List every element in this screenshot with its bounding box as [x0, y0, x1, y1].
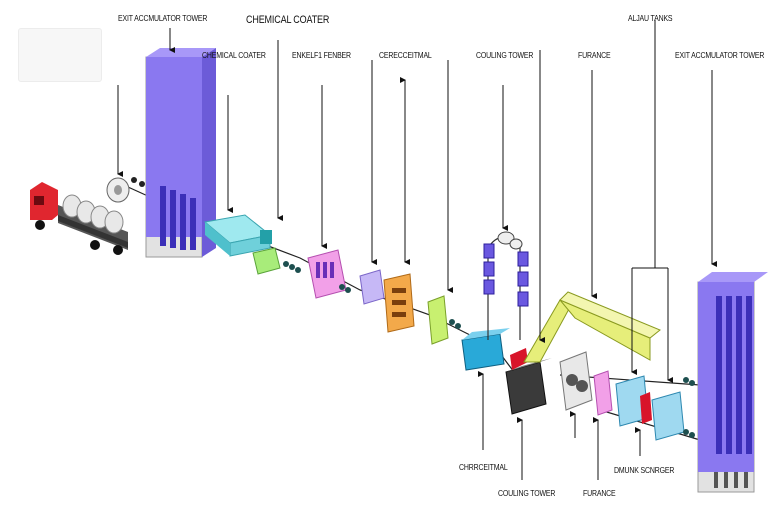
enkelf-fenber-unit — [307, 249, 351, 299]
label-furance-top: FURANCE — [578, 50, 611, 60]
label-cerecceitmal: CERECCEITMAL — [379, 50, 432, 60]
rinse-box — [252, 247, 301, 275]
label-enkelf-fenber: ENKELF1 FENBER — [292, 50, 351, 60]
furnace-duct — [523, 291, 661, 363]
label-couling-tower-top: COULING TOWER — [476, 50, 534, 60]
couling-tank — [505, 348, 552, 415]
uncoiler — [106, 177, 130, 203]
exit-accumulator-tower-right — [697, 272, 768, 493]
cerecceitmal-unit — [359, 269, 415, 333]
label-chemical-coater-top: CHEMICAL COATER — [246, 14, 330, 26]
label-aljau-tanks: ALJAU TANKS — [628, 13, 673, 23]
coil-stack — [62, 194, 124, 234]
label-dmunk-scnrger: DMUNK SCNRGER — [614, 465, 675, 475]
label-chemical-coater: CHEMICAL COATER — [202, 50, 266, 60]
chemical-coater-unit — [203, 214, 272, 257]
label-furance-bottom: FURANCE — [583, 488, 616, 498]
label-exit-tower-left: EXIT ACCMULATOR TOWER — [118, 13, 208, 23]
chrrceitmal-tank — [461, 328, 510, 371]
aljau-tanks — [593, 370, 695, 441]
lime-unit — [427, 295, 461, 345]
leader-arrows — [117, 20, 717, 480]
roller-unit — [559, 351, 593, 411]
label-couling-tower-bottom: COULING TOWER — [498, 488, 556, 498]
couling-tower-unit — [483, 231, 529, 340]
label-chrrceitmal: CHRRCEITMAL — [459, 462, 508, 472]
label-exit-tower-right: EXIT ACCMULATOR TOWER — [675, 50, 765, 60]
coil-truck — [30, 182, 128, 255]
exit-accumulator-tower-left — [131, 48, 216, 258]
watermark-logo — [18, 28, 102, 82]
